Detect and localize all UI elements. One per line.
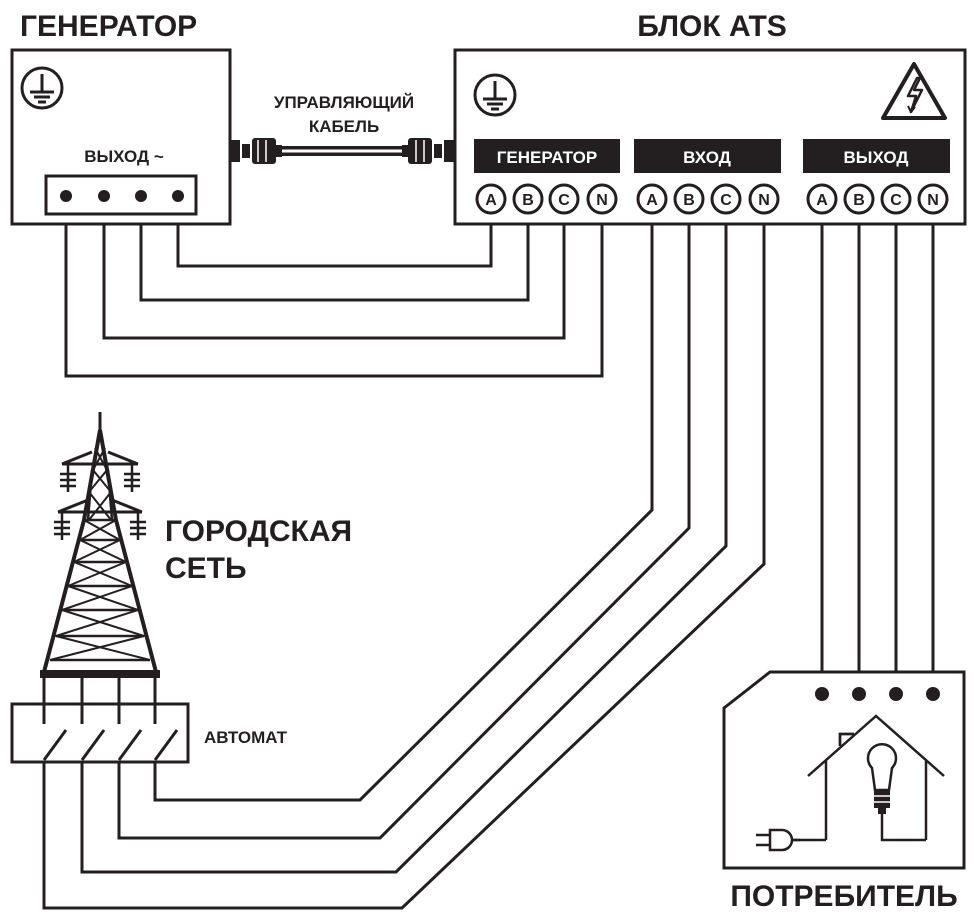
wire-grid-c (80, 214, 728, 874)
power-tower-icon (40, 412, 160, 678)
ground-symbol-icon (20, 66, 64, 110)
wire-grid-n (42, 214, 766, 910)
terminal-label: A (485, 192, 497, 209)
generator-terminal (135, 190, 147, 202)
wire-gen-a (176, 196, 493, 268)
city-grid-label-1: ГОРОДСКАЯ (165, 515, 352, 548)
breaker-label: АВТОМАТ (204, 728, 288, 747)
consumer-terminal (852, 687, 866, 701)
breaker-block: АВТОМАТ (10, 702, 288, 764)
ats-group-header-input (634, 139, 781, 173)
generator-block: ГЕНЕРАТОР ВЫХОД ~ (10, 10, 232, 226)
city-grid-label-2: СЕТЬ (165, 552, 247, 585)
terminal-label: C (558, 192, 570, 209)
ats-group-label-input: ВХОД (683, 148, 731, 167)
terminal-label: B (522, 192, 534, 209)
connector-icon (402, 138, 454, 164)
terminal-label: B (853, 192, 865, 209)
ats-group-label-generator: ГЕНЕРАТОР (497, 148, 597, 167)
generator-terminal (98, 190, 110, 202)
ats-terminals-input: A B C N (636, 183, 780, 215)
ats-group-label-output: ВЫХОД (844, 148, 909, 167)
ground-symbol-icon (473, 73, 517, 117)
connector-icon (230, 138, 282, 164)
consumer-box (722, 670, 966, 870)
terminal-label: C (890, 192, 902, 209)
plug-icon (756, 828, 800, 852)
wire-grid-a (153, 214, 654, 802)
generator-output-label: ВЫХОД ~ (84, 147, 164, 166)
terminal-label: N (758, 192, 770, 209)
wires (42, 196, 935, 910)
wire-grid-b (117, 214, 691, 840)
terminal-label: A (646, 192, 658, 209)
terminal-label: A (816, 192, 828, 209)
ats-group-header-output (803, 139, 950, 173)
ats-group-header-generator (474, 139, 620, 173)
switch-contacts-icon (42, 720, 179, 761)
ats-title: БЛОК ATS (637, 10, 787, 43)
terminal-label: B (683, 192, 695, 209)
control-cable-label-2: КАБЕЛЬ (309, 117, 379, 136)
consumer-terminal (926, 687, 940, 701)
wire-gen-n (64, 196, 604, 378)
high-voltage-warning-icon (881, 62, 947, 120)
control-cable: УПРАВЛЯЮЩИЙ КАБЕЛЬ (230, 93, 454, 164)
generator-terminal (60, 190, 72, 202)
consumer-title: ПОТРЕБИТЕЛЬ (730, 880, 957, 912)
terminal-label: N (596, 192, 608, 209)
terminal-label: N (927, 192, 939, 209)
consumer-terminal (889, 687, 903, 701)
generator-terminal (172, 190, 184, 202)
ats-terminals-output: A B C N (806, 183, 949, 215)
consumer-terminal (815, 687, 829, 701)
ats-block: БЛОК ATS ГЕНЕРАТОР ВХОД ВЫХОД A B (453, 10, 967, 226)
insulator-icon (54, 464, 146, 540)
wire-gen-b (139, 196, 530, 302)
generator-terminal-strip (44, 174, 198, 216)
control-cable-label-1: УПРАВЛЯЮЩИЙ (274, 93, 414, 112)
light-bulb-icon (866, 742, 898, 814)
wire-gen-c (102, 196, 566, 340)
house-icon (807, 714, 945, 840)
generator-title: ГЕНЕРАТОР (20, 10, 197, 43)
terminal-label: C (720, 192, 732, 209)
consumer-block: ПОТРЕБИТЕЛЬ (722, 670, 966, 912)
ats-terminals-generator: A B C N (475, 183, 618, 215)
